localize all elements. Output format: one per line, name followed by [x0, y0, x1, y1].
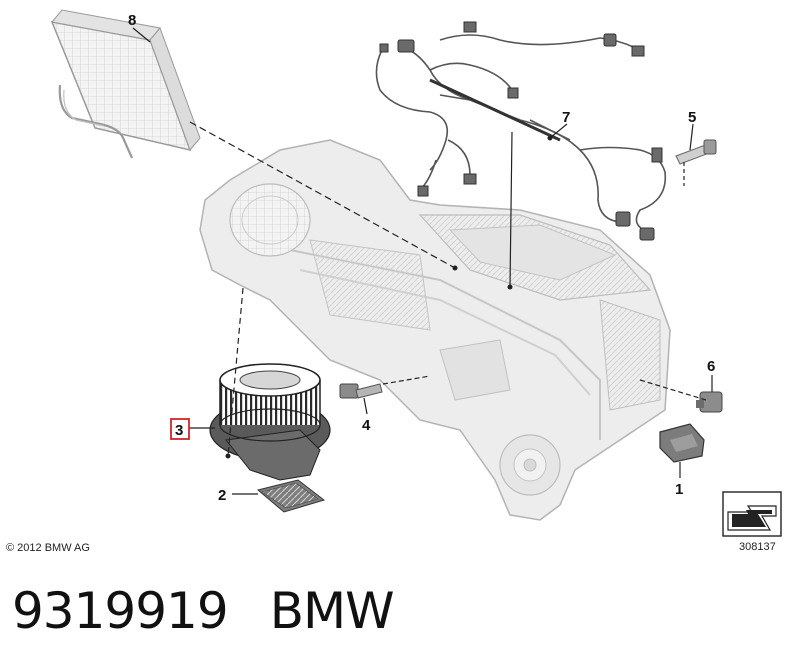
leader-lines [132, 27, 713, 495]
part-blower-resistor [256, 479, 326, 513]
part-filter-housing [50, 9, 201, 159]
callout-4[interactable]: 4 [362, 417, 371, 434]
leader-dots [225, 135, 553, 459]
copyright-text: © 2012 BMW AG [6, 542, 90, 554]
nav-arrow-icon[interactable] [722, 491, 782, 537]
part-actuator-small [696, 391, 723, 413]
callout-7[interactable]: 7 [562, 109, 570, 126]
brand-name: BMW [269, 582, 395, 640]
callout-2[interactable]: 2 [218, 487, 226, 504]
part-blower-motor [209, 363, 331, 481]
callout-8[interactable]: 8 [128, 12, 136, 29]
parts-diagram: 8 7 5 6 4 3 1 2 [50, 9, 782, 537]
callout-5[interactable]: 5 [688, 109, 696, 126]
part-wiring-connectors [379, 21, 663, 241]
part-number: 9319919 [12, 582, 229, 640]
part-sensor [675, 139, 717, 165]
part-harness-rail [429, 78, 561, 142]
callout-3[interactable]: 3 [175, 422, 183, 439]
callout-1[interactable]: 1 [675, 481, 683, 498]
footer-caption: 9319919 BMW [12, 582, 395, 640]
part-temperature-sensor [339, 383, 383, 399]
illustration-number: 308137 [739, 541, 776, 553]
callout-3-highlight [170, 418, 190, 440]
part-actuator-motor [659, 423, 705, 463]
part-hvac-housing [199, 139, 671, 521]
callout-6[interactable]: 6 [707, 358, 715, 375]
part-wiring-harness [375, 34, 667, 233]
